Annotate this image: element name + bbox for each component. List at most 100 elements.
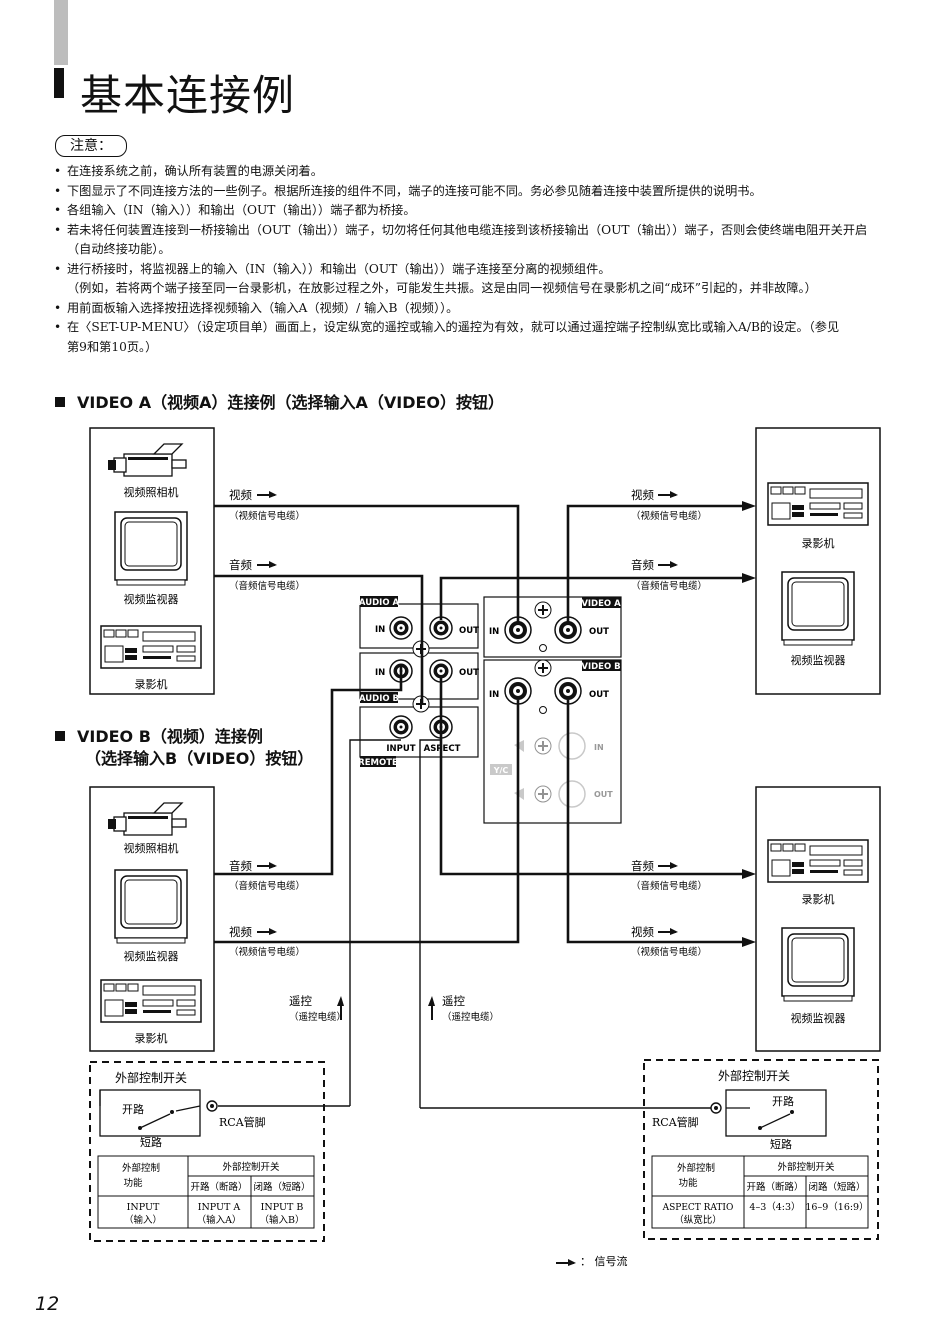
jack-label: IN — [375, 625, 385, 635]
cable-label: 视频 — [229, 488, 252, 502]
signal-arrow-icon — [256, 560, 278, 569]
cable-label: 音频 — [631, 859, 654, 873]
table-cell: （纵宽比） — [674, 1214, 722, 1226]
signal-arrow-icon — [657, 861, 679, 870]
cable-label: 视频 — [229, 925, 252, 939]
table-cell: （输入） — [124, 1214, 162, 1226]
jack-label: IN — [489, 690, 499, 700]
cable-type-label: （视频信号电缆） — [229, 946, 305, 958]
table-header: 开路（断路） — [746, 1181, 803, 1193]
remote-input-jack[interactable] — [389, 715, 413, 739]
note-item: 在连接系统之前，确认所有装置的电源关闭着。 — [54, 162, 894, 182]
rca-label: RCA管脚 — [652, 1115, 699, 1129]
cable-type-label: （音频信号电缆） — [229, 880, 305, 892]
cable-label: 音频 — [631, 558, 654, 572]
table-cell: （输入B） — [260, 1214, 305, 1226]
signal-arrow-icon — [256, 490, 278, 499]
table-header: 闭路（短路） — [253, 1181, 310, 1193]
rca-label: RCA管脚 — [219, 1115, 266, 1129]
jack-label: OUT — [589, 627, 609, 637]
signal-arrow-icon — [256, 861, 278, 870]
device-label: 录影机 — [135, 1031, 168, 1045]
video-a-label: VIDEO A — [581, 599, 621, 609]
cable-type-label: （遥控电缆） — [442, 1011, 499, 1023]
cable-type-label: （视频信号电缆） — [229, 510, 305, 522]
table-header: 外部控制开关 — [222, 1161, 280, 1173]
jack-label: IN — [375, 668, 385, 678]
device-label: 视频监视器 — [124, 949, 179, 963]
signal-arrow-icon — [657, 490, 679, 499]
jack-label: OUT — [459, 626, 479, 636]
device-label: 视频监视器 — [791, 653, 846, 667]
switch-table-right — [651, 1155, 869, 1229]
section-a-heading: VIDEO A（视频A）连接例（选择输入A（VIDEO）按钮） — [55, 389, 504, 413]
table-cell: 16–9（16:9） — [805, 1201, 868, 1213]
cable-label: 遥控 — [442, 994, 465, 1008]
switch-short-label: 短路 — [140, 1135, 162, 1149]
note-continuation: （自动终接功能）。 — [67, 242, 171, 256]
jack-label: IN — [594, 743, 604, 752]
yc-label: Y/C — [493, 766, 509, 775]
signal-arrow-icon — [657, 927, 679, 936]
switch-title: 外部控制开关 — [718, 1068, 790, 1083]
page-number: 12 — [35, 1293, 60, 1315]
audio-a-label: AUDIO A — [359, 598, 400, 608]
table-cell: INPUT — [127, 1202, 160, 1213]
table-cell: ASPECT RATIO — [662, 1203, 734, 1213]
table-cell: 4–3（4:3） — [749, 1201, 800, 1213]
signal-flow-arrow-icon — [555, 1258, 577, 1267]
external-switch-right — [643, 1059, 879, 1240]
jack-label: OUT — [459, 668, 479, 678]
table-header: 功能 — [123, 1177, 143, 1189]
jack-label: INPUT — [386, 744, 415, 754]
table-header: 外部控制 — [677, 1162, 715, 1174]
jack-label: IN — [489, 627, 499, 637]
audio-a-out-jack[interactable] — [429, 616, 453, 640]
device-label: 视频监视器 — [124, 592, 179, 606]
square-bullet-icon — [55, 731, 65, 741]
switch-title: 外部控制开关 — [115, 1070, 187, 1085]
cable-label: 音频 — [229, 859, 252, 873]
cable-label: 遥控 — [289, 994, 312, 1008]
note-item: 若未将任何装置连接到一桥接输出（OUT（输出））端子，切勿将任何其他电缆连接到该… — [54, 221, 894, 241]
monitor-icon — [114, 869, 188, 944]
monitor-icon — [781, 927, 855, 1002]
audio-a-in-jack[interactable] — [389, 616, 413, 640]
title-bar-marker — [54, 68, 64, 98]
switch-open-label: 开路 — [772, 1095, 794, 1108]
cable-type-label: （音频信号电缆） — [229, 580, 305, 592]
remote-label: REMOTE — [358, 758, 398, 768]
cable-type-label: （音频信号电缆） — [631, 580, 707, 592]
jack-label: OUT — [589, 690, 609, 700]
device-label: 录影机 — [802, 892, 835, 906]
device-group-b-right — [755, 786, 881, 1052]
vcr-icon — [767, 482, 869, 526]
page-title: 基本连接例 — [80, 71, 296, 120]
device-label: 视频照相机 — [124, 485, 179, 499]
table-header: 功能 — [678, 1177, 698, 1189]
section-b-heading: VIDEO B（视频）连接例 （选择输入B（VIDEO）按钮） — [55, 726, 313, 770]
cable-label: 视频 — [631, 488, 654, 502]
cable-type-label: （音频信号电缆） — [631, 880, 707, 892]
signal-arrow-icon — [657, 560, 679, 569]
note-continuation: （例如，若将两个端子接至同一台录影机，在放影过程之外，可能发生共振。这是由同一视… — [67, 281, 817, 295]
device-label: 录影机 — [802, 536, 835, 550]
cable-type-label: （遥控电缆） — [289, 1011, 346, 1023]
monitor-icon — [781, 571, 855, 646]
switch-short-label: 短路 — [770, 1137, 792, 1151]
caution-label: 注意： — [55, 135, 127, 157]
device-label: 视频照相机 — [124, 841, 179, 855]
table-header: 外部控制 — [122, 1162, 160, 1174]
table-cell: （输入A） — [197, 1214, 242, 1226]
device-group-a-right — [755, 427, 881, 695]
table-cell: INPUT B — [261, 1202, 304, 1213]
table-header: 外部控制开关 — [777, 1161, 835, 1173]
note-item: 用前面板输入选择按扭选择视频输入（输入A（视频）/ 输入B（视频））。 — [54, 299, 894, 319]
device-label: 录影机 — [135, 677, 168, 691]
page-tab-marker — [54, 0, 68, 65]
table-header: 闭路（短路） — [808, 1181, 865, 1193]
note-item: 各组输入（IN（输入））和输出（OUT（输出））端子都为桥接。 — [54, 201, 894, 221]
cable-type-label: （视频信号电缆） — [631, 946, 707, 958]
switch-table-left — [97, 1155, 315, 1229]
